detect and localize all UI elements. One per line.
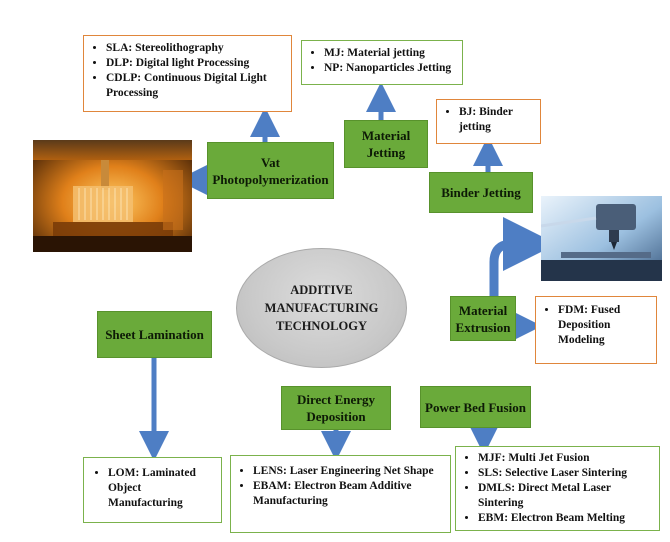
list-item: BJ: Binder jetting [459, 105, 532, 135]
list-item: NP: Nanoparticles Jetting [324, 61, 456, 76]
vat-detail-list: SLA: Stereolithography DLP: Digital ligh… [88, 41, 283, 101]
bj-detail-list: BJ: Binder jetting [441, 105, 532, 135]
vat-label-line1: Vat [260, 154, 281, 170]
me-detail-list: FDM: Fused Deposition Modeling [540, 303, 648, 348]
ded-detail-list: LENS: Laser Engineering Net Shape EBAM: … [235, 464, 442, 509]
vat-label-line2: Photopolymerization [212, 171, 329, 187]
list-item: FDM: Fused Deposition Modeling [558, 303, 648, 348]
mj-label-line2: Jetting [366, 145, 406, 160]
list-item: EBAM: Electron Beam Additive Manufacturi… [253, 479, 442, 509]
me-label-line2: Extrusion [455, 319, 511, 335]
list-item: CDLP: Continuous Digital Light Processin… [106, 71, 283, 101]
list-item: SLS: Selective Laser Sintering [478, 466, 653, 481]
list-item: LOM: Laminated Object Manufacturing [108, 466, 213, 511]
material-extrusion-box: Material Extrusion [450, 296, 516, 341]
bj-label: Binder Jetting [441, 185, 521, 200]
arrow-extrusion-curve [489, 217, 557, 296]
material-extrusion-detail-box: FDM: Fused Deposition Modeling [535, 296, 657, 364]
center-line3: TECHNOLOGY [276, 319, 367, 333]
ded-label-line1: Direct Energy [296, 392, 376, 407]
list-item: MJF: Multi Jet Fusion [478, 451, 653, 466]
center-ellipse: ADDITIVE MANUFACTURING TECHNOLOGY [236, 248, 407, 368]
ded-label-line2: Deposition [306, 409, 366, 424]
center-line2: MANUFACTURING [264, 301, 379, 315]
sheet-lamination-detail-box: LOM: Laminated Object Manufacturing [83, 457, 222, 523]
sl-label: Sheet Lamination [105, 327, 204, 342]
direct-energy-deposition-box: Direct Energy Deposition [281, 386, 391, 430]
fdm-printer-photo [541, 196, 662, 281]
list-item: EBM: Electron Beam Melting [478, 511, 653, 526]
mj-detail-list: MJ: Material jetting NP: Nanoparticles J… [306, 46, 456, 76]
material-jetting-box: Material Jetting [344, 120, 428, 168]
center-line1: ADDITIVE [290, 283, 353, 297]
vat-photopolymerization-box: Vat Photopolymerization [207, 142, 334, 199]
list-item: DMLS: Direct Metal Laser Sintering [478, 481, 653, 511]
vat-detail-box: SLA: Stereolithography DLP: Digital ligh… [83, 35, 292, 112]
binder-jetting-box: Binder Jetting [429, 172, 533, 213]
list-item: MJ: Material jetting [324, 46, 456, 61]
sl-detail-list: LOM: Laminated Object Manufacturing [90, 466, 213, 511]
pbf-detail-list: MJF: Multi Jet Fusion SLS: Selective Las… [460, 451, 653, 526]
direct-energy-detail-box: LENS: Laser Engineering Net Shape EBAM: … [230, 455, 451, 533]
powder-bed-fusion-box: Power Bed Fusion [420, 386, 531, 428]
vat-printer-photo [33, 140, 192, 252]
powder-bed-detail-box: MJF: Multi Jet Fusion SLS: Selective Las… [455, 446, 660, 531]
list-item: SLA: Stereolithography [106, 41, 283, 56]
me-label-line1: Material [458, 302, 508, 318]
sheet-lamination-box: Sheet Lamination [97, 311, 212, 358]
mj-label-line1: Material [361, 128, 411, 143]
list-item: DLP: Digital light Processing [106, 56, 283, 71]
binder-jetting-detail-box: BJ: Binder jetting [436, 99, 541, 144]
list-item: LENS: Laser Engineering Net Shape [253, 464, 442, 479]
pbf-label: Power Bed Fusion [425, 399, 526, 415]
material-jetting-detail-box: MJ: Material jetting NP: Nanoparticles J… [301, 40, 463, 85]
